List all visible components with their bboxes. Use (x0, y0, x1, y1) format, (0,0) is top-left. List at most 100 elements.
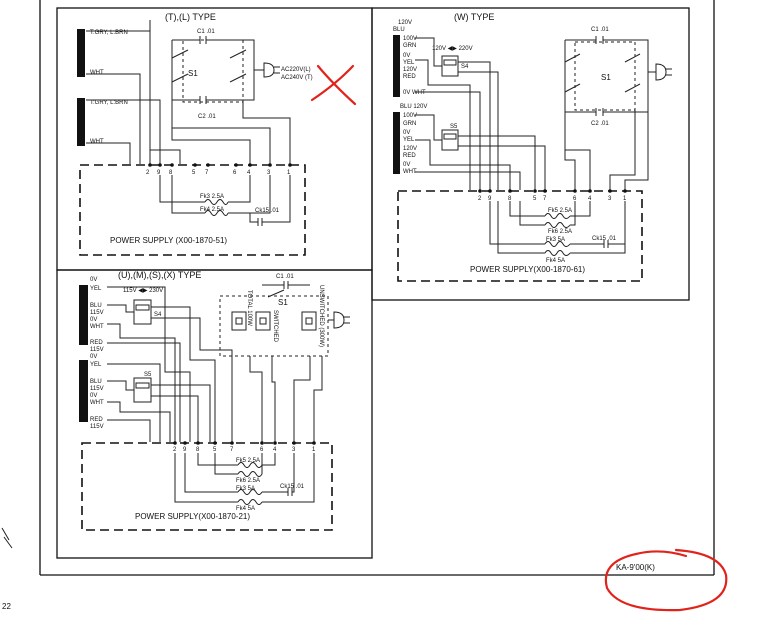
power-supply-label-tl: POWER SUPPLY (X00-1870-51) (110, 236, 227, 245)
tap-115v-u1: 115V (90, 310, 104, 316)
terminal-label: 2 (146, 170, 150, 176)
page-number: 22 (2, 602, 11, 611)
terminal-label: 3 (267, 170, 271, 176)
terminal-strip-tl: 2 9 8 5 7 6 4 3 1 (146, 163, 292, 176)
switch-s1-label-u: S1 (278, 298, 288, 307)
tap-wht-u1: WHT (90, 324, 104, 330)
tap-115v-u2: 115V (90, 347, 104, 353)
terminal-label: 1 (312, 447, 316, 453)
outlet-total-label: TOTAL 100W (246, 290, 252, 326)
fuse-fk3-label-w: Fk3 5A (546, 237, 565, 243)
tap-grn-2: GRN (403, 121, 416, 127)
switch-s5-label-w: S5 (450, 124, 458, 130)
tap-wht-2: WHT (403, 169, 417, 175)
terminal-label: 6 (233, 170, 237, 176)
model-label: KA-9'00(K) (616, 563, 655, 572)
capacitor-ck15-label-u: Ck15 .01 (280, 484, 305, 490)
tap-blu: BLU (393, 27, 405, 33)
tap-115v-u3: 115V (90, 386, 104, 392)
terminal-label: 9 (157, 170, 161, 176)
transformer-winding-u1 (79, 285, 88, 345)
outlet-unswitched-label: UNSWITCHED (300W) (318, 285, 324, 347)
tap-wht-u2: WHT (90, 400, 104, 406)
voltage-switch-label-u: 115V ◀▶ 230V (123, 288, 163, 294)
capacitor-ck15-label-w: Ck15 .01 (592, 236, 617, 242)
terminal-label: 3 (292, 447, 296, 453)
tap-label-1-white: WHT (90, 70, 104, 76)
terminal-label: 9 (488, 196, 492, 202)
switch-s4-label-w: S4 (461, 64, 469, 70)
terminal-label: 4 (247, 170, 251, 176)
tap-label-2-white: WHT (90, 139, 104, 145)
plug-voltage-2: AC240V (T) (281, 75, 313, 81)
tap-label-1: T:GRY, L:BRN (90, 30, 128, 36)
transformer-winding-1 (77, 29, 85, 77)
panel-tl: (T),(L) TYPE T:GRY, L:BRN WHT T:GRY, L:B… (56, 7, 373, 271)
tap-100v-2: 100V (403, 113, 417, 119)
tap-yel-u2: YEL (90, 362, 102, 368)
capacitor-c1-label-u: C1 .01 (276, 274, 294, 280)
tap-0v-2: 0V (403, 130, 410, 136)
switch-s4-label-u: S4 (154, 312, 162, 318)
tap-0v-u4: 0V (90, 393, 97, 399)
fuse-fk6-label-w: Fk6 2.5A (548, 229, 572, 235)
tap-blu-u2: BLU (90, 379, 102, 385)
tap-120v-2: 120V (403, 146, 417, 152)
terminal-label: 1 (287, 170, 291, 176)
tap-115v-u4: 115V (90, 424, 104, 430)
terminal-label: 8 (196, 447, 200, 453)
tap-blu-120v: BLU 120V (400, 104, 427, 110)
fuse-fk3-label-u: Fk3 5A (236, 486, 255, 492)
tap-red-u2: RED (90, 417, 103, 423)
plug-voltage-1: AC220V(L) (281, 67, 311, 73)
terminal-label: 7 (543, 196, 547, 202)
tap-0v-u2: 0V (90, 317, 97, 323)
terminal-label: 1 (623, 196, 627, 202)
terminal-label: 3 (608, 196, 612, 202)
margin-marks: 22 (1, 527, 13, 611)
terminal-strip-w: 2 9 8 5 7 6 4 3 1 (478, 189, 627, 202)
tap-0v-u3: 0V (90, 354, 97, 360)
tap-label-2: T:GRY, L:BRN (90, 100, 128, 106)
switch-s1-label-w: S1 (601, 73, 611, 82)
terminal-label: 2 (478, 196, 482, 202)
terminal-label: 4 (273, 447, 277, 453)
transformer-winding-w1 (393, 35, 400, 97)
tap-0v-3: 0V (403, 162, 410, 168)
tap-red-2: RED (403, 153, 416, 159)
fuse-fk5-label-u: Fk5 2.5A (236, 458, 260, 464)
page-frame (39, 0, 715, 576)
fuse-fk4-label-u: Fk4 5A (236, 506, 255, 512)
terminal-label: 4 (588, 196, 592, 202)
capacitor-c2-label-w: C2 .01 (591, 121, 609, 127)
transformer-winding-w2 (393, 112, 400, 174)
capacitor-c1-label-w: C1 .01 (591, 27, 609, 33)
red-circle-annotation (604, 548, 728, 612)
terminal-label: 8 (169, 170, 173, 176)
terminal-label: 9 (183, 447, 187, 453)
capacitor-c2-label: C2 .01 (198, 114, 216, 120)
terminal-label: 7 (230, 447, 234, 453)
tap-yel-2: YEL (403, 137, 415, 143)
fuse-fk4-label-w: Fk4 5A (546, 258, 565, 264)
switch-s5-label-u: S5 (144, 372, 152, 378)
panel-u: (U),(M),(S),(X) TYPE 0V YEL BLU 115V 0V … (56, 269, 373, 559)
tap-blu-u1: BLU (90, 303, 102, 309)
tap-120v: 120V (398, 20, 412, 26)
terminal-label: 6 (573, 196, 577, 202)
tap-yel-u1: YEL (90, 286, 102, 292)
fuse-fk4-label: Fk4 2.5A (200, 207, 224, 213)
power-supply-label-w: POWER SUPPLY(X00-1870-61) (470, 265, 585, 274)
tap-grn: GRN (403, 43, 416, 49)
tap-yel: YEL (403, 60, 415, 66)
panel-w-title: (W) TYPE (454, 12, 494, 22)
terminal-label: 6 (260, 447, 264, 453)
tap-0v-wht: 0V WHT (403, 90, 426, 96)
terminal-label: 2 (173, 447, 177, 453)
panel-u-title: (U),(M),(S),(X) TYPE (118, 270, 201, 280)
panel-w: (W) TYPE 120V BLU 100V GRN 0V YEL 120V R… (371, 7, 690, 301)
power-supply-label-u: POWER SUPPLY(X00-1870-21) (135, 512, 250, 521)
red-x-mark (310, 64, 357, 106)
terminal-label: 5 (192, 170, 196, 176)
